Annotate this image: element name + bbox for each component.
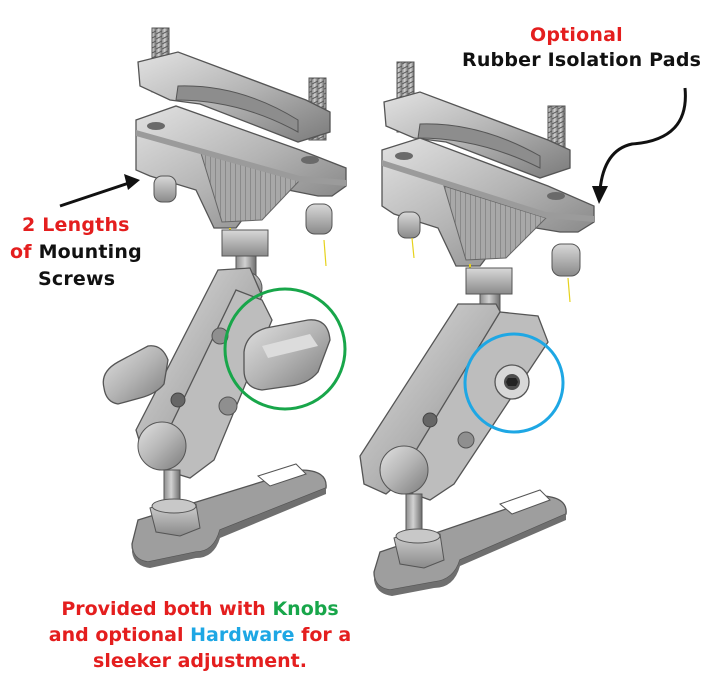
lengths-number: 2 (22, 214, 36, 236)
curved-arrow-icon (592, 87, 687, 204)
footer-line-3: sleeker adjustment. (93, 650, 307, 672)
left-mount (102, 27, 347, 568)
mounting-word: Mounting (38, 241, 142, 263)
right-mount (359, 61, 595, 596)
right-pad-right (551, 243, 581, 277)
lengths-word: Lengths (42, 214, 130, 236)
left-pad-right (305, 203, 333, 235)
rubber-isolation-pads-label: Rubber Isolation Pads (462, 49, 702, 71)
lengths-label: 2 Lengths (22, 214, 130, 237)
right-pad-left (397, 211, 421, 239)
optional-label: Optional (530, 24, 623, 46)
hardware-highlight-circle (463, 332, 565, 434)
footer-for-a: for a (301, 624, 352, 646)
footer-and-optional: and optional (48, 624, 184, 646)
of-word: of (10, 241, 32, 263)
mounting-label: of Mounting (10, 241, 142, 264)
footer-line-1: Provided both with Knobs (0, 598, 400, 621)
footer-knobs: Knobs (272, 598, 339, 620)
left-pad-left (153, 175, 177, 203)
footer-line-2: and optional Hardware for a (0, 624, 400, 647)
left-knob-back (102, 345, 169, 405)
arrow-icon (59, 174, 140, 208)
footer-hardware: Hardware (190, 624, 295, 646)
right-hardware-screw (494, 364, 530, 400)
knob-highlight-circle (223, 287, 347, 411)
screws-label: Screws (38, 268, 116, 290)
footer-provided: Provided both with (61, 598, 266, 620)
